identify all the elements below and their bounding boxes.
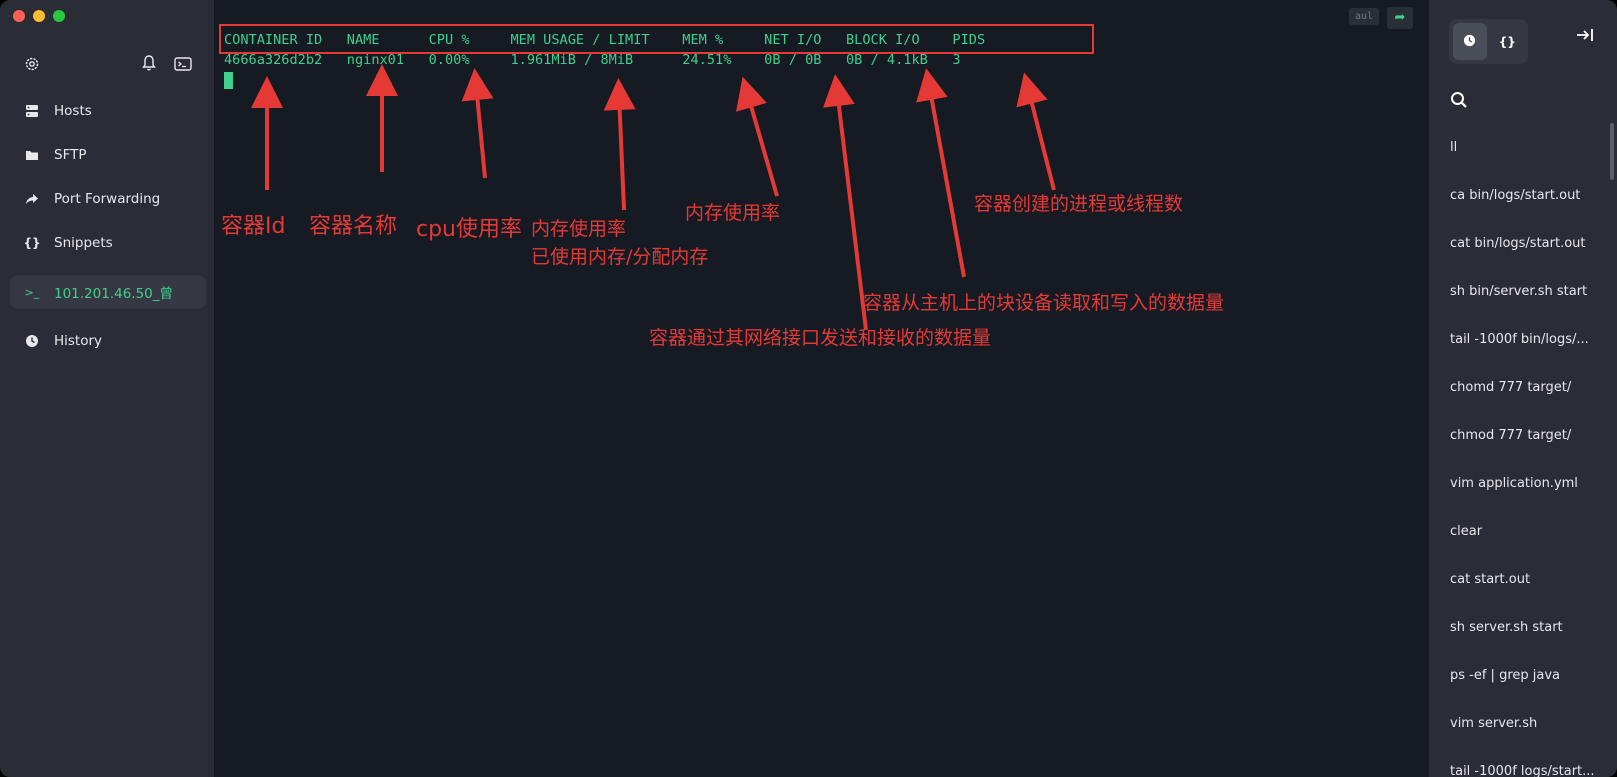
braces-icon: {} (23, 236, 41, 250)
history-item[interactable]: cat bin/logs/start.out (1450, 235, 1586, 251)
history-item[interactable]: tail -1000f logs/start... (1450, 763, 1595, 777)
annotation-block-io: 容器从主机上的块设备读取和写入的数据量 (863, 292, 1225, 314)
history-item[interactable]: vim server.sh (1450, 715, 1538, 731)
minimize-window-button[interactable] (33, 10, 45, 22)
docker-stats-header: CONTAINER ID NAME CPU % MEM USAGE / LIMI… (224, 32, 986, 48)
history-scrollbar[interactable] (1610, 123, 1614, 180)
forward-icon (24, 191, 40, 207)
maximize-window-button[interactable] (53, 10, 65, 22)
panel-tabs: {} (1449, 19, 1528, 64)
history-panel: {} ll ca bin/logs/start.out cat bin/logs… (1429, 0, 1617, 777)
sidebar-item-session[interactable]: >_ 101.201.46.50_曾 (10, 275, 206, 309)
terminal-output: CONTAINER ID NAME CPU % MEM USAGE / LIMI… (224, 30, 985, 70)
sidebar-item-sftp[interactable]: SFTP (0, 133, 214, 177)
sidebar-item-label: History (54, 333, 103, 349)
bell-icon[interactable] (141, 54, 157, 76)
settings-gear-icon[interactable] (24, 56, 40, 76)
sidebar: Hosts SFTP Port Forwarding {} Snippets (0, 0, 214, 777)
history-item[interactable]: chomd 777 target/ (1450, 379, 1572, 395)
hosts-icon (24, 103, 40, 119)
arrow-cpu (461, 68, 494, 179)
history-item[interactable]: tail -1000f bin/logs/... (1450, 331, 1589, 347)
history-item[interactable]: ca bin/logs/start.out (1450, 187, 1581, 203)
session-label: 101.201.46.50_曾 (54, 286, 174, 302)
history-list: ll ca bin/logs/start.out cat bin/logs/st… (1429, 123, 1607, 777)
sidebar-item-snippets[interactable]: {} Snippets (0, 221, 214, 265)
collapse-panel-icon[interactable] (1575, 27, 1595, 48)
sidebar-item-label: SFTP (54, 147, 87, 163)
arrow-net-io (823, 74, 868, 331)
docker-stats-row: 4666a326d2b2 nginx01 0.00% 1.961MiB / 8M… (224, 52, 961, 68)
history-item[interactable]: sh bin/server.sh start (1450, 283, 1588, 299)
annotation-name: 容器名称 (309, 214, 398, 239)
clock-icon (24, 333, 40, 349)
history-item[interactable]: ll (1450, 139, 1458, 155)
sidebar-item-label: Port Forwarding (54, 191, 161, 207)
folder-icon (24, 147, 40, 163)
terminal-cursor (224, 72, 233, 89)
annotation-mem-pct: 内存使用率 (685, 202, 781, 224)
arrow-mem-usage (603, 78, 636, 211)
history-item[interactable]: sh server.sh start (1450, 619, 1563, 635)
history-item[interactable]: clear (1450, 523, 1483, 539)
sidebar-item-label: Hosts (54, 103, 92, 119)
annotation-cpu: cpu使用率 (416, 217, 523, 242)
close-window-button[interactable] (13, 10, 25, 22)
terminal-badge[interactable]: aul (1348, 8, 1379, 25)
terminal-area[interactable]: aul ➦ CONTAINER ID NAME CPU % MEM USAGE … (214, 0, 1429, 777)
annotation-arrows (251, 64, 1056, 331)
header-highlight-box (219, 24, 1094, 54)
braces-icon: {} (1498, 34, 1516, 49)
history-item[interactable]: cat start.out (1450, 571, 1531, 587)
annotation-mem-usage-line1: 内存使用率 (531, 218, 627, 240)
tab-history[interactable] (1453, 23, 1487, 60)
search-icon[interactable] (1450, 91, 1468, 113)
history-item[interactable]: ps -ef | grep java (1450, 667, 1560, 683)
annotation-container-id: 容器Id (221, 214, 286, 239)
annotation-pids: 容器创建的进程或线程数 (974, 193, 1184, 215)
arrow-block-io (916, 68, 966, 278)
window-controls (13, 10, 65, 22)
sidebar-item-label: Snippets (54, 235, 113, 251)
history-item[interactable]: chmod 777 target/ (1450, 427, 1572, 443)
arrow-pids (1016, 72, 1056, 191)
sidebar-item-history[interactable]: History (0, 319, 214, 363)
annotation-net-io: 容器通过其网络接口发送和接收的数据量 (649, 327, 992, 349)
arrow-mem-pct (736, 76, 779, 197)
share-icon[interactable]: ➦ (1387, 7, 1413, 29)
sidebar-item-hosts[interactable]: Hosts (0, 89, 214, 133)
clock-icon (1463, 34, 1476, 50)
prompt-icon: >_ (24, 285, 40, 299)
annotation-mem-usage-line2: 已使用内存/分配内存 (531, 246, 709, 268)
terminal-icon[interactable] (174, 56, 192, 76)
history-item[interactable]: vim application.yml (1450, 475, 1578, 491)
tab-snippets[interactable]: {} (1491, 23, 1525, 60)
sidebar-item-port-forwarding[interactable]: Port Forwarding (0, 177, 214, 221)
sidebar-nav: Hosts SFTP Port Forwarding {} Snippets (0, 89, 214, 363)
